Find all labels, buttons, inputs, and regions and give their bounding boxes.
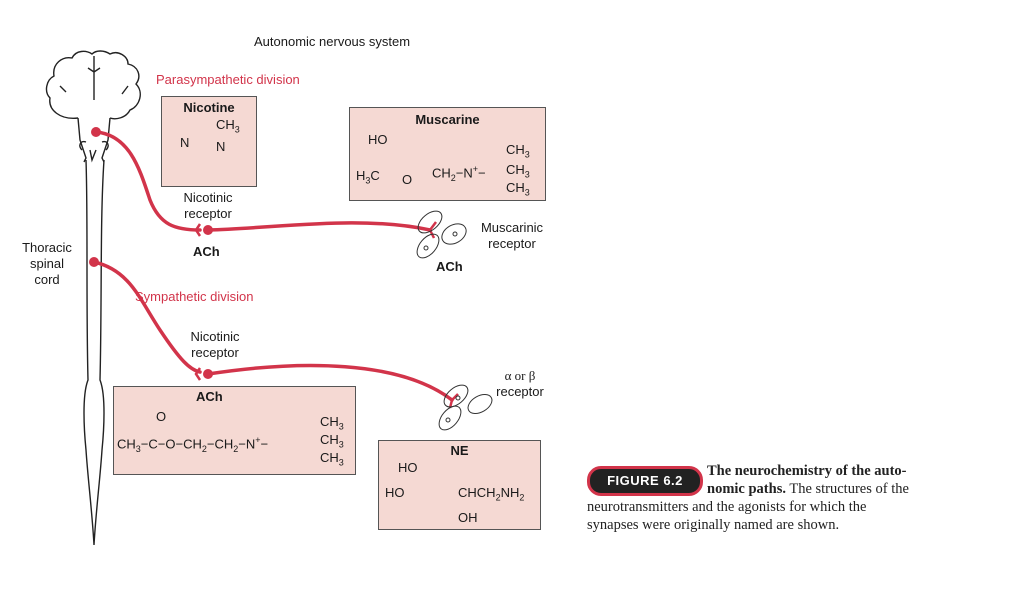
muscarine-o: O xyxy=(402,172,413,187)
spinal-label-line: Thoracic xyxy=(22,240,72,255)
receptor-label-line: receptor xyxy=(488,236,536,251)
brain-icon xyxy=(45,50,141,546)
nicotine-ch3: CH3 xyxy=(216,117,240,135)
receptor-label-line: α or β xyxy=(504,368,536,383)
symp-nicotinic-receptor-label: Nicotinic receptor xyxy=(180,329,250,361)
brainstem-nucleus-dot xyxy=(91,127,101,137)
nicotine-name: Nicotine xyxy=(183,100,235,115)
muscarinic-receptor-label: Muscarinic receptor xyxy=(474,220,550,252)
figure-badge: FIGURE 6.2 xyxy=(587,466,703,496)
figure-caption-body: neurotransmitters and the agonists for w… xyxy=(587,498,967,534)
receptor-label-line: Nicotinic xyxy=(183,190,233,205)
adrenergic-target-cells xyxy=(438,384,493,431)
muscarine-structure-box: Muscarine xyxy=(349,107,546,201)
ach-ch3-b: CH3 xyxy=(320,432,344,450)
ne-name: NE xyxy=(450,443,469,458)
receptor-label-line: receptor xyxy=(184,206,232,221)
caption-bold-text: nomic paths. xyxy=(707,481,786,497)
ach-structure-box: ACh xyxy=(113,386,356,475)
muscarine-ch3-b: CH3 xyxy=(506,162,530,180)
ach-carbonyl-o: O xyxy=(156,409,167,424)
receptor-label-line: receptor xyxy=(191,345,239,360)
ne-structure-box: NE xyxy=(378,440,541,530)
muscarine-ch3-c: CH3 xyxy=(506,180,530,198)
sympathetic-preganglionic-fiber xyxy=(92,260,202,374)
ganglion-dot-sympathetic xyxy=(203,369,213,379)
muscarine-ch3-a: CH3 xyxy=(506,142,530,160)
spinal-label-line: cord xyxy=(34,272,60,287)
alpha-beta-receptor-label: α or β receptor xyxy=(488,368,552,400)
para-nicotinic-receptor-label: Nicotinic receptor xyxy=(172,190,244,222)
sympathetic-label: Sympathetic division xyxy=(135,289,254,304)
muscarine-ho: HO xyxy=(368,132,388,147)
target-ach-label: ACh xyxy=(436,259,463,274)
muscarinic-target-cells xyxy=(416,210,467,259)
figure-caption: The neurochemistry of the auto- nomic pa… xyxy=(707,462,957,498)
nicotine-structure-box: Nicotine CH3 N N xyxy=(161,96,257,187)
ach-chain: CH3−C−O−CH2−CH2−N+− xyxy=(117,435,269,454)
nicotine-n-pyridine: N xyxy=(180,135,190,150)
caption-line: nomic paths. The structures of the xyxy=(707,480,957,498)
ach-ch3-c: CH3 xyxy=(320,450,344,468)
parasympathetic-postganglionic-fiber xyxy=(206,221,432,232)
spinal-label-line: spinal xyxy=(30,256,64,271)
caption-line: neurotransmitters and the agonists for w… xyxy=(587,499,867,515)
parasympathetic-preganglionic-fiber xyxy=(94,130,202,232)
ganglion-dot-parasympathetic xyxy=(203,225,213,235)
ach-ch3-a: CH3 xyxy=(320,414,344,432)
diagram-title: Autonomic nervous system xyxy=(254,34,411,49)
ne-oh: OH xyxy=(458,510,478,525)
ne-ho-upper: HO xyxy=(398,460,418,475)
sympathetic-postganglionic-fiber xyxy=(206,363,454,402)
receptor-label-line: Muscarinic xyxy=(480,220,544,235)
receptor-label-line: Nicotinic xyxy=(190,329,240,344)
ne-ho-lower: HO xyxy=(385,485,405,500)
muscarine-h3c: H3C xyxy=(356,168,380,186)
muscarine-name: Muscarine xyxy=(415,112,480,127)
receptor-label-line: receptor xyxy=(496,384,544,399)
parasympathetic-label: Parasympathetic division xyxy=(156,72,300,87)
muscarine-chain: CH2−N+− xyxy=(432,164,486,183)
caption-line: The neurochemistry of the auto- xyxy=(707,463,907,479)
ach-name: ACh xyxy=(196,389,223,404)
para-ganglion-ach-label: ACh xyxy=(193,244,220,259)
nicotine-n-pyrrolidine: N xyxy=(216,139,226,154)
ne-side-chain: CHCH2NH2 xyxy=(458,485,525,503)
spinal-cord-label: Thoracic spinal cord xyxy=(20,240,74,288)
thoracic-cord-dot xyxy=(89,257,99,267)
caption-text: The structures of the xyxy=(785,481,909,497)
caption-line: synapses were originally named are shown… xyxy=(587,517,840,533)
